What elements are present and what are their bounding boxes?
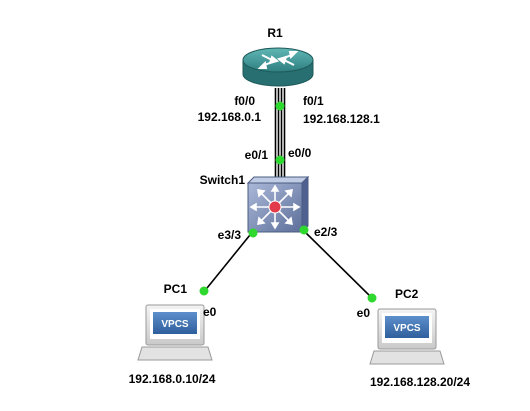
link-r1-switch1-b[interactable] (280, 88, 286, 178)
switch1-e23-label: e2/3 (314, 225, 338, 239)
r1-f00-label: f0/0 (234, 94, 255, 108)
router-name-label: R1 (267, 26, 283, 40)
pc2-ip-label: 192.168.128.20/24 (370, 375, 470, 389)
port-dot-pc1-e0[interactable] (199, 286, 209, 296)
link-r1-switch1-a[interactable] (274, 88, 280, 178)
link-switch1-pc1[interactable] (202, 229, 255, 294)
port-dot-switch1-e33[interactable] (248, 228, 258, 238)
pc2-screen-label: VPCS (393, 323, 421, 334)
switch-arrows-icon (249, 184, 301, 230)
port-dot-switch1-top[interactable] (275, 155, 285, 165)
port-indicators (199, 101, 377, 303)
router-r1[interactable] (242, 47, 314, 87)
switch1-e01-label: e0/1 (245, 148, 269, 162)
router-arrows-icon (257, 51, 299, 69)
pc2-screen (385, 316, 429, 338)
switch-center-indicator (268, 200, 282, 214)
switch-name-label: Switch1 (200, 173, 246, 187)
pc1-name-label: PC1 (164, 282, 188, 296)
pc1-screen (153, 312, 197, 334)
pc1-e0-label: e0 (203, 305, 217, 319)
pc1-screen-label: VPCS (161, 319, 189, 330)
r1-f01-ip-label: 192.168.128.1 (303, 112, 380, 126)
pc2-base (369, 350, 445, 365)
pc2-e0-label: e0 (357, 306, 371, 320)
pc-pc2[interactable]: VPCS (369, 308, 445, 365)
switch1-e00-label: e0/0 (288, 146, 312, 160)
port-dot-pc2-e0[interactable] (367, 293, 377, 303)
labels: R1 f0/0 192.168.0.1 f0/1 192.168.128.1 e… (129, 26, 471, 389)
port-dot-r1[interactable] (275, 101, 285, 111)
link-switch1-pc2[interactable] (302, 229, 374, 300)
pc1-ip-label: 192.168.0.10/24 (129, 372, 216, 386)
r1-f00-ip-label: 192.168.0.1 (198, 110, 262, 124)
pc-pc1[interactable]: VPCS (137, 304, 213, 361)
r1-f01-label: f0/1 (303, 94, 324, 108)
switch1-e33-label: e3/3 (218, 228, 242, 242)
pc2-name-label: PC2 (395, 287, 419, 301)
pc1-base (137, 346, 213, 361)
switch-switch1[interactable] (246, 175, 310, 234)
port-dot-switch1-e23[interactable] (299, 225, 309, 235)
